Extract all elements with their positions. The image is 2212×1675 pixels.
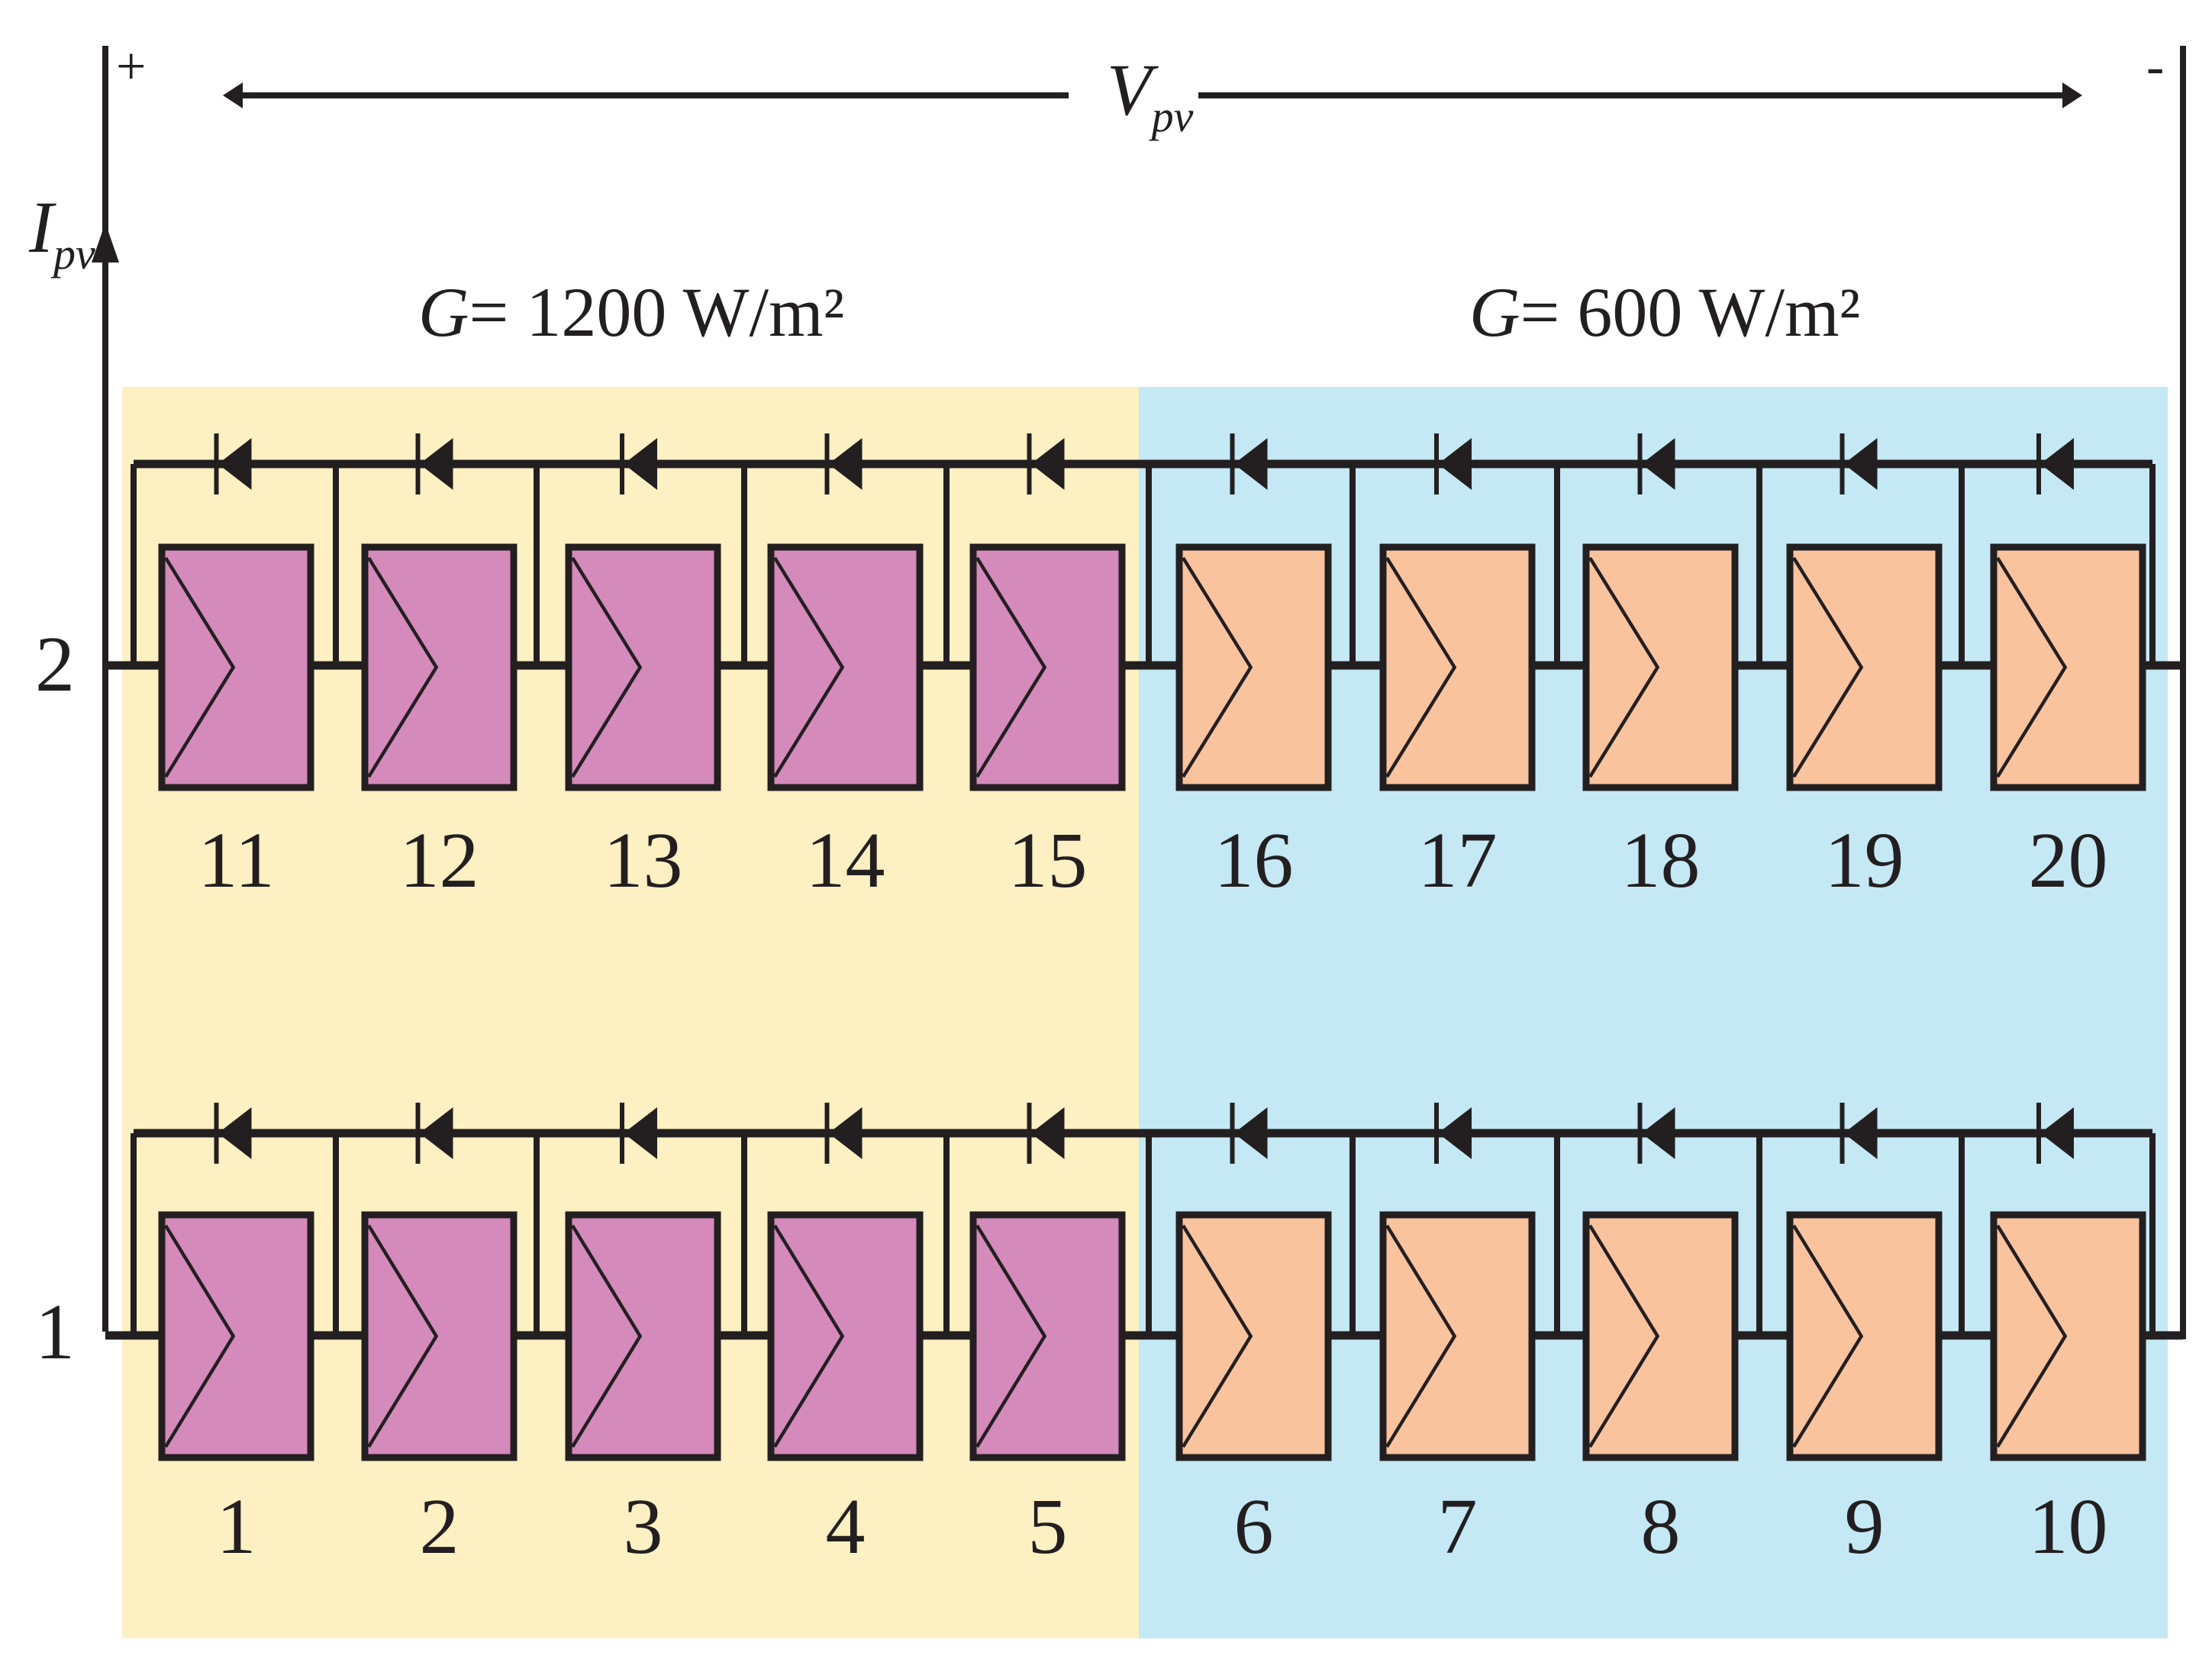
bypass-diode xyxy=(415,433,453,494)
module-number: 4 xyxy=(826,1483,866,1570)
negative-terminal-label: - xyxy=(2146,37,2164,96)
module-number: 16 xyxy=(1214,817,1294,904)
bypass-diode xyxy=(824,1103,863,1164)
module-number: 2 xyxy=(420,1483,459,1570)
module-number: 20 xyxy=(2029,817,2108,904)
module-number: 5 xyxy=(1028,1483,1068,1570)
module-number: 7 xyxy=(1438,1483,1478,1570)
current-label: Ipv xyxy=(28,186,95,279)
irradiance-label-low: G= 600 W/m² xyxy=(1469,273,1860,351)
module-number: 12 xyxy=(400,817,479,904)
module-number: 11 xyxy=(198,817,274,904)
module-number: 19 xyxy=(1825,817,1904,904)
voltage-label: Vpv xyxy=(1107,49,1194,141)
bypass-diode xyxy=(1027,433,1065,494)
voltage-arrowhead-right xyxy=(2062,82,2082,108)
module-number: 14 xyxy=(806,817,885,904)
pv-module-15 xyxy=(969,543,1126,791)
row-label-1: 1 xyxy=(35,1288,75,1376)
pv-module-18 xyxy=(1582,543,1739,791)
pv-module-19 xyxy=(1786,543,1943,791)
module-number: 1 xyxy=(217,1483,256,1570)
pv-module-5 xyxy=(969,1211,1126,1461)
pv-module-1 xyxy=(158,1211,314,1461)
bypass-diode xyxy=(1027,1103,1065,1164)
bypass-diode xyxy=(1230,1103,1268,1164)
module-number: 10 xyxy=(2029,1483,2108,1570)
voltage-arrowhead-left xyxy=(223,82,243,108)
string-row-1: 1 2 3 4 5 6 7 8 9 10 xyxy=(105,1103,2183,1570)
pv-module-10 xyxy=(1990,1211,2146,1461)
bypass-diode xyxy=(824,433,863,494)
pv-module-13 xyxy=(565,543,721,791)
pv-module-6 xyxy=(1175,1211,1332,1461)
pv-module-8 xyxy=(1582,1211,1739,1461)
row-label-2: 2 xyxy=(35,620,75,708)
module-number: 3 xyxy=(624,1483,663,1570)
module-number: 18 xyxy=(1621,817,1701,904)
bypass-diode xyxy=(1840,1103,1878,1164)
bypass-diode xyxy=(1434,1103,1472,1164)
bypass-diode xyxy=(1434,433,1472,494)
pv-module-12 xyxy=(361,543,518,791)
bypass-diode xyxy=(2036,433,2074,494)
module-number: 15 xyxy=(1008,817,1088,904)
bypass-diode xyxy=(415,1103,453,1164)
bypass-diode xyxy=(214,433,252,494)
bypass-diode xyxy=(1230,433,1268,494)
bypass-diode xyxy=(1637,433,1675,494)
voltage-arrow xyxy=(223,82,2082,108)
positive-terminal-label: + xyxy=(116,37,146,96)
irradiance-label-high: G= 1200 W/m² xyxy=(418,273,844,351)
current-arrowhead xyxy=(92,223,119,263)
bypass-diode xyxy=(1840,433,1878,494)
pv-module-16 xyxy=(1175,543,1332,791)
pv-module-3 xyxy=(565,1211,721,1461)
pv-module-11 xyxy=(158,543,314,791)
pv-module-4 xyxy=(767,1211,924,1461)
pv-module-20 xyxy=(1990,543,2146,791)
bypass-diode xyxy=(620,1103,657,1164)
bypass-diode xyxy=(214,1103,252,1164)
pv-module-7 xyxy=(1379,1211,1536,1461)
bypass-diode xyxy=(620,433,657,494)
module-number: 13 xyxy=(604,817,683,904)
module-number: 8 xyxy=(1641,1483,1681,1570)
string-row-2: 11 12 13 14 15 16 17 18 19 20 xyxy=(105,433,2183,904)
pv-module-17 xyxy=(1379,543,1536,791)
module-number: 9 xyxy=(1845,1483,1885,1570)
pv-module-2 xyxy=(361,1211,518,1461)
bypass-diode xyxy=(1637,1103,1675,1164)
bypass-diode xyxy=(2036,1103,2074,1164)
module-number: 17 xyxy=(1418,817,1498,904)
module-number: 6 xyxy=(1234,1483,1274,1570)
pv-module-9 xyxy=(1786,1211,1943,1461)
pv-module-14 xyxy=(767,543,924,791)
